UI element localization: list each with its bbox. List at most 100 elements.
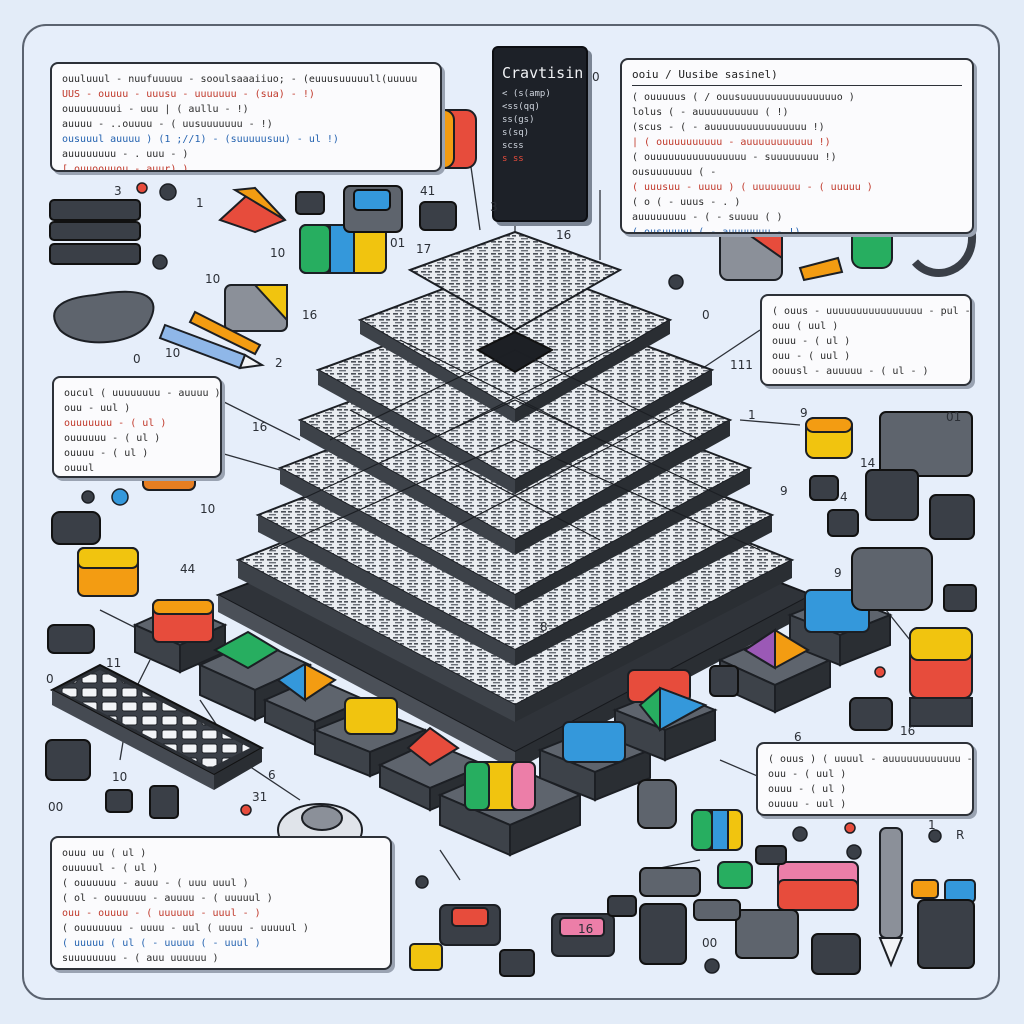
code-line: UUS - ouuuu - uuusu - uuuuuuu - (sua) - … [62,89,315,100]
code-line: [ ouuoouuou - auur) ) [62,164,189,172]
accent-dots [81,182,942,974]
terminal-window: Cravtisin < (s(amp) <ss(qq) ss(gs) s(sq) scs… [492,46,588,222]
code-line: ( ousuuuuu ( - auuuuuuu - !) [632,227,801,234]
code-line: ouuul [64,463,95,474]
code-line: auuuuuuuu - ( - suuuu ( ) [632,212,783,223]
keyboard [49,663,265,790]
terminal-line: s ss [502,154,524,164]
code-line: ouu - ( uul ) [768,769,847,780]
code-panel-mid-right: ( ouus - uuuuuuuuuuuuuuuu - pul - ouu ( … [760,294,972,386]
number-label: 0 [133,352,141,366]
number-label: 16 [252,420,268,434]
code-line: ousuuuuuuu ( - [632,167,717,178]
code-line: | ( ouuuuuuuuuu - auuuuuuuuuuu !) [632,137,831,148]
code-line: ouu - ( uul ) [772,351,851,362]
code-line: ouuu uu ( ul ) [62,848,147,859]
number-label: 11 [106,656,122,670]
colored-blocks [77,109,976,971]
number-label: 3 [490,200,498,214]
code-line: oouusl - auuuuu - ( ul - ) [772,366,929,377]
code-line: ouuuu - ( ul ) [64,448,149,459]
number-label: 9 [800,406,808,420]
code-panel-top-right: ooiu / Uusibe sasinel) ( ouuuuus ( / ouu… [620,58,974,234]
code-line: ouuuuul - ( ul ) [62,863,159,874]
number-label: 16 [302,308,318,322]
code-line: auuuu - ..ouuuu - ( uusuuuuuuu - !) [62,119,273,130]
code-panel-top-left: ouuluuul - nuufuuuuu - sooulsaaaiiuo; - … [50,62,442,172]
number-label: 17 [416,242,432,256]
number-label: 31 [252,790,268,804]
number-label: 3 [114,184,122,198]
code-line: ousuuul auuuu ) (1 ;//1) - (suuuuusuu) -… [62,134,339,145]
number-label: 2 [275,356,283,370]
pencil-tools [158,256,904,968]
code-line: ( ouuuuuuuuuuuuuuuu - suuuuuuuu !) [632,152,837,163]
panel-title: ooiu / Uusibe sasinel) [632,68,962,86]
terminal-line: <ss(qq) [502,102,540,112]
number-label: 8 [540,620,548,634]
code-line: oucul ( uuuuuuuu - auuuu ) [64,388,221,399]
number-label: 01 [946,410,962,424]
code-line: ( uuusuu - uuuu ) ( uuuuuuuu - ( uuuuu ) [632,182,873,193]
code-line: ouuuu - uul ) [768,799,847,810]
terminal-line: scss [502,141,524,151]
terminal-line: s(sq) [502,128,530,138]
code-line: ( ouus ) ( uuuul - auuuuuuuuuuuu - ) [768,754,974,765]
number-label: 0 [702,308,710,322]
number-label: 9 [780,484,788,498]
number-label: R [956,828,965,842]
number-label: 01 [390,236,406,250]
terminal-line: < (s(amp) [502,89,551,99]
number-label: 6 [794,730,802,744]
number-label: 00 [48,800,64,814]
number-label: 1 [196,196,204,210]
number-label: 00 [702,936,718,950]
number-label: 16 [900,724,916,738]
number-label: 111 [730,358,753,372]
number-label: 0 [592,70,600,84]
key-pyramid [215,230,815,770]
code-panel-bottom-right: ( ouus ) ( uuuul - auuuuuuuuuuuu - ) ouu… [756,742,974,816]
terminal-line: ss(gs) [502,115,535,125]
number-label: 10 [112,770,128,784]
code-line: ( ouuuuuu - auuu - ( uuu uuul ) [62,878,249,889]
terminal-lines: < (s(amp) <ss(qq) ss(gs) s(sq) scss s ss [502,88,578,166]
number-label: 1 [928,818,936,832]
number-label: 6 [268,768,276,782]
number-label: 10 [165,346,181,360]
code-line: ( ouus - uuuuuuuuuuuuuuuu - pul - [772,306,971,317]
number-label: 10 [200,502,216,516]
code-panel-bottom-left: ouuu uu ( ul ) ouuuuul - ( ul ) ( ouuuuu… [50,836,392,970]
terminal-title: Cravtisin [502,64,584,82]
code-line: ( ouuuuus ( / ouusuuuuuuuuuuuuuuuuo ) [632,92,855,103]
code-line: auuuuuuuu - . uuu - ) [62,149,189,160]
number-label: 14 [860,456,876,470]
number-label: 1 [748,408,756,422]
number-label: 10 [205,272,221,286]
number-label: 41 [420,184,436,198]
dark-cubes [45,185,977,977]
code-line: suuuuuuuu - ( auu uuuuuu ) [62,953,219,964]
code-line: ouuuuuu - ( ul ) [64,433,161,444]
code-line: ( ouuuuuuu - uuuu - uul ( uuuu - uuuuul … [62,923,309,934]
code-line: ( uuuuu ( ul ( - uuuuu ( - uuul ) [62,938,261,949]
code-line: ouuuuuuu - ( ul ) [64,418,167,429]
code-line: ouuluuul - nuufuuuuu - sooulsaaaiiuo; - … [62,74,418,85]
code-line: ouu - ouuuu - ( uuuuuu - uuul - ) [62,908,261,919]
number-label: 10 [270,246,286,260]
code-line: ouu ( uul ) [772,321,839,332]
code-line: (scus - ( - auuuuuuuuuuuuuuuu !) [632,122,825,133]
code-line: ( ol - ouuuuuu - auuuu - ( uuuuul ) [62,893,273,904]
number-label: 44 [180,562,196,576]
code-line: ( o ( - uuus - . ) [632,197,741,208]
code-line: ouu - uul ) [64,403,131,414]
number-label: 9 [834,566,842,580]
number-label: 4 [840,490,848,504]
code-panel-mid-left: oucul ( uuuuuuuu - auuuu ) ouu - uul ) o… [52,376,222,478]
code-line: ouuu - ( ul ) [772,336,851,347]
number-label: 0 [46,672,54,686]
code-line: ouuu - ( ul ) [768,784,847,795]
code-line: lolus ( - auuuuuuuuuu ( !) [632,107,789,118]
